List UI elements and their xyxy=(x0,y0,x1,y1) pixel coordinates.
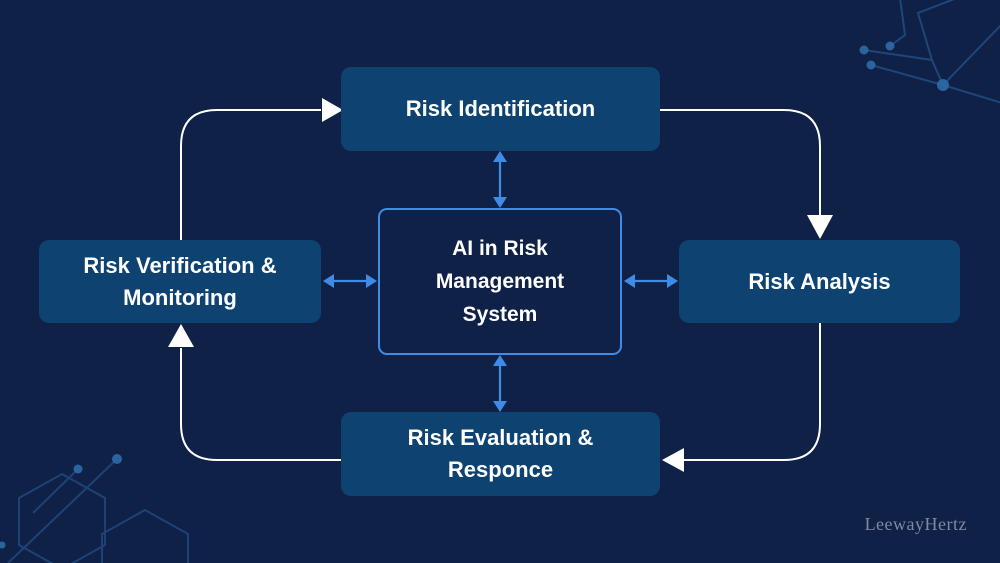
cycle-path xyxy=(684,323,821,461)
arrowhead-right-icon xyxy=(366,274,377,288)
decor-line xyxy=(7,458,118,563)
decor-hexagon xyxy=(101,508,189,563)
decor-hexagon xyxy=(18,472,106,563)
arrowhead-left-icon xyxy=(624,274,635,288)
node-risk-verification-monitoring: Risk Verification & Monitoring xyxy=(39,240,321,323)
arrowhead-right-icon xyxy=(322,98,343,122)
node-risk-analysis: Risk Analysis xyxy=(679,240,960,323)
cycle-bottom-to-left xyxy=(168,324,341,461)
decor-line xyxy=(32,468,79,514)
decor-line xyxy=(870,64,944,86)
arrowhead-up-icon xyxy=(168,324,194,347)
node-label: Risk Identification xyxy=(405,96,596,122)
cycle-top-to-right xyxy=(660,109,833,239)
node-label: Risk Evaluation & Responce xyxy=(407,425,594,482)
decor-dot xyxy=(112,454,122,464)
decor-dot xyxy=(73,464,83,474)
decor-dot xyxy=(0,541,6,549)
arrowhead-left-icon xyxy=(323,274,334,288)
cycle-left-to-top xyxy=(180,98,343,240)
decor-dot xyxy=(859,45,869,55)
connector-center-bottom xyxy=(493,355,507,412)
cycle-path xyxy=(180,109,321,240)
cycle-path xyxy=(660,109,821,215)
arrowhead-up-icon xyxy=(493,151,507,162)
node-ai-risk-management-system: AI in Risk Management System xyxy=(378,208,622,355)
node-risk-evaluation-responce: Risk Evaluation & Responce xyxy=(341,412,660,496)
arrowhead-left-icon xyxy=(662,448,684,472)
connector-center-right xyxy=(624,274,678,288)
node-label: Risk Verification & Monitoring xyxy=(83,252,277,310)
arrowhead-down-icon xyxy=(807,215,833,239)
decor-dot xyxy=(885,41,895,51)
connector-center-top xyxy=(493,151,507,208)
cycle-path xyxy=(180,348,341,461)
node-label: Risk Analysis xyxy=(748,268,891,294)
node-risk-identification: Risk Identification xyxy=(341,67,660,151)
arrowhead-down-icon xyxy=(493,401,507,412)
center-node-label: AI in Risk Management System xyxy=(435,236,565,327)
decor-dot xyxy=(937,79,949,91)
decor-line xyxy=(863,49,933,61)
arrowhead-down-icon xyxy=(493,197,507,208)
connector-center-left xyxy=(323,274,377,288)
decor-dot xyxy=(866,60,876,70)
leewayhertz-watermark: LeewayHertz xyxy=(864,514,967,534)
arrowhead-right-icon xyxy=(667,274,678,288)
decor-line xyxy=(916,0,955,86)
cycle-right-to-bottom xyxy=(662,323,821,472)
decor-line xyxy=(889,0,907,47)
arrowhead-up-icon xyxy=(493,355,507,366)
